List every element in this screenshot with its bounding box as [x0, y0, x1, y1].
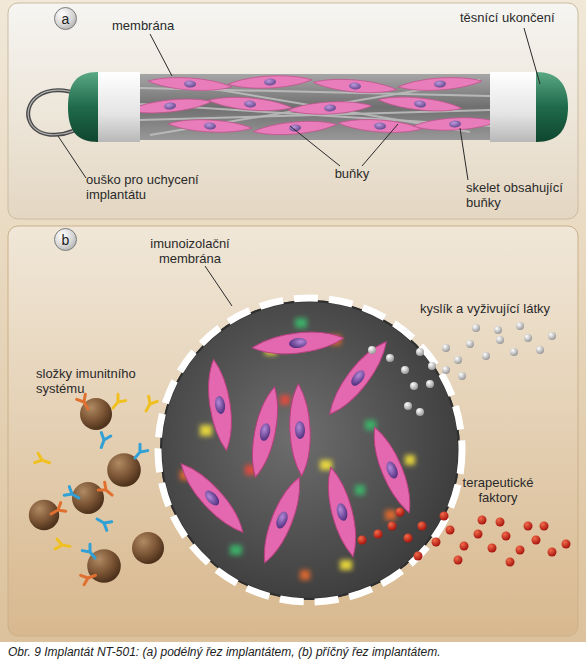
panel-letter: b: [62, 232, 70, 248]
panel-letter-circle: a: [54, 7, 77, 30]
panel-letter-circle: b: [54, 228, 77, 251]
part-label: buňky: [322, 166, 382, 181]
part-label: složky imunitního systému: [36, 366, 136, 396]
part-label: těsnící ukončení: [460, 10, 580, 25]
part-label: membrána: [112, 18, 202, 33]
part-label: skelet obsahující buňky: [466, 180, 566, 210]
part-label: terapeutické faktory: [448, 475, 548, 505]
part-label: kyslík a vyživující látky: [420, 301, 580, 316]
panel-letter: a: [62, 11, 70, 27]
part-label: ouško pro uchycení implantátu: [86, 172, 236, 202]
figure-caption: Obr. 9 Implantát NT-501: (a) podélný řez…: [8, 645, 441, 659]
part-label: imunoizolační membrána: [135, 236, 245, 266]
